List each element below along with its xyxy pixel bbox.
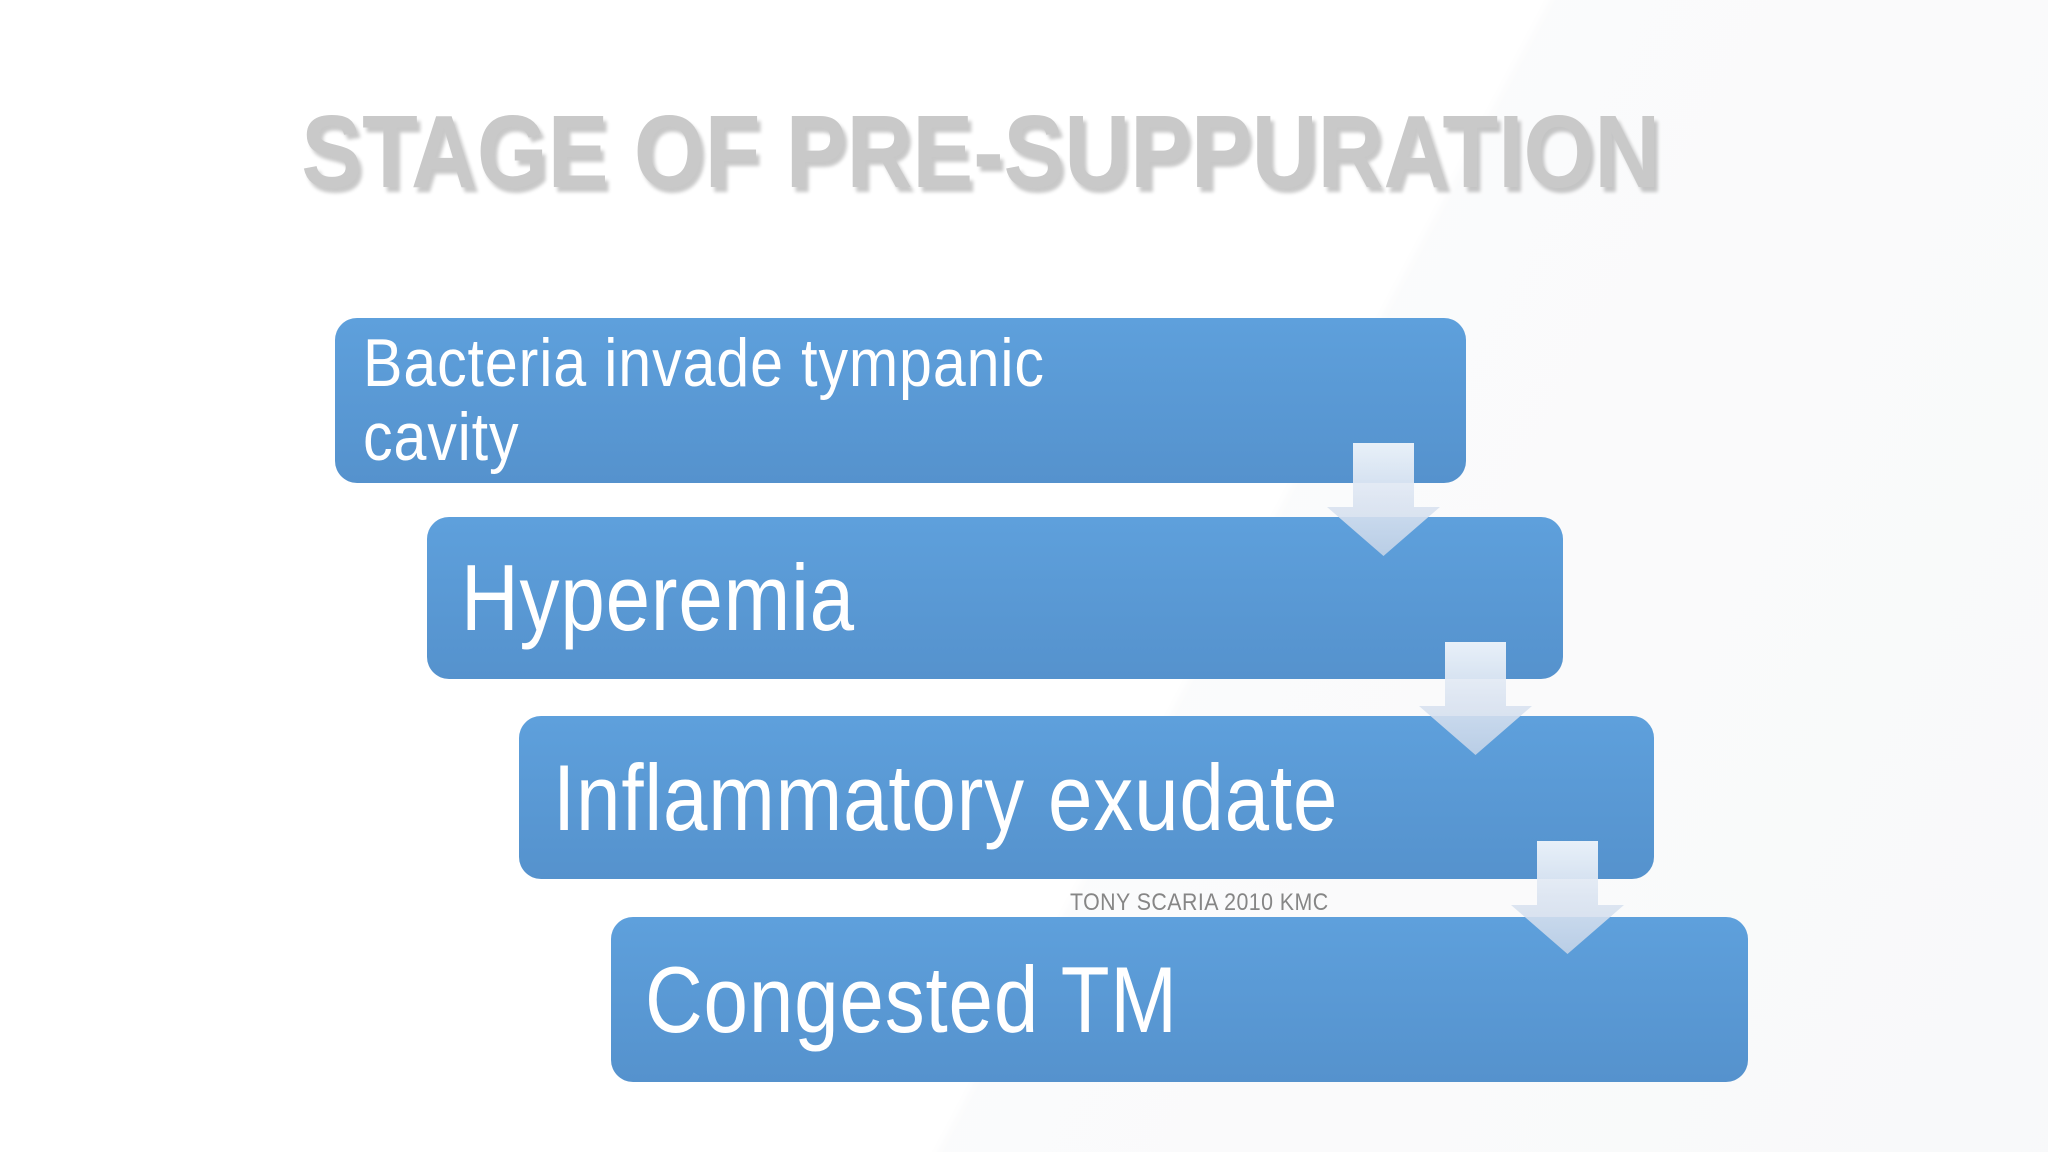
step-label: Bacteria invade tympanic <box>363 325 1045 402</box>
step-label: Congested TM <box>645 946 1178 1052</box>
process-step-hyperemia: Hyperemia <box>427 517 1563 679</box>
page-title: STAGE OF PRE-SUPPURATION <box>0 100 1962 203</box>
step-label: cavity <box>363 398 520 475</box>
watermark-text: TONY SCARIA 2010 KMC <box>1070 889 1329 916</box>
step-label: Hyperemia <box>461 545 855 651</box>
page-title-text: STAGE OF PRE-SUPPURATION <box>301 94 1661 209</box>
process-step-bacteria-invade: Bacteria invade tympanic cavity <box>335 318 1466 483</box>
process-step-inflammatory-exudate: Inflammatory exudate <box>519 716 1654 879</box>
step-label: Inflammatory exudate <box>553 744 1339 850</box>
